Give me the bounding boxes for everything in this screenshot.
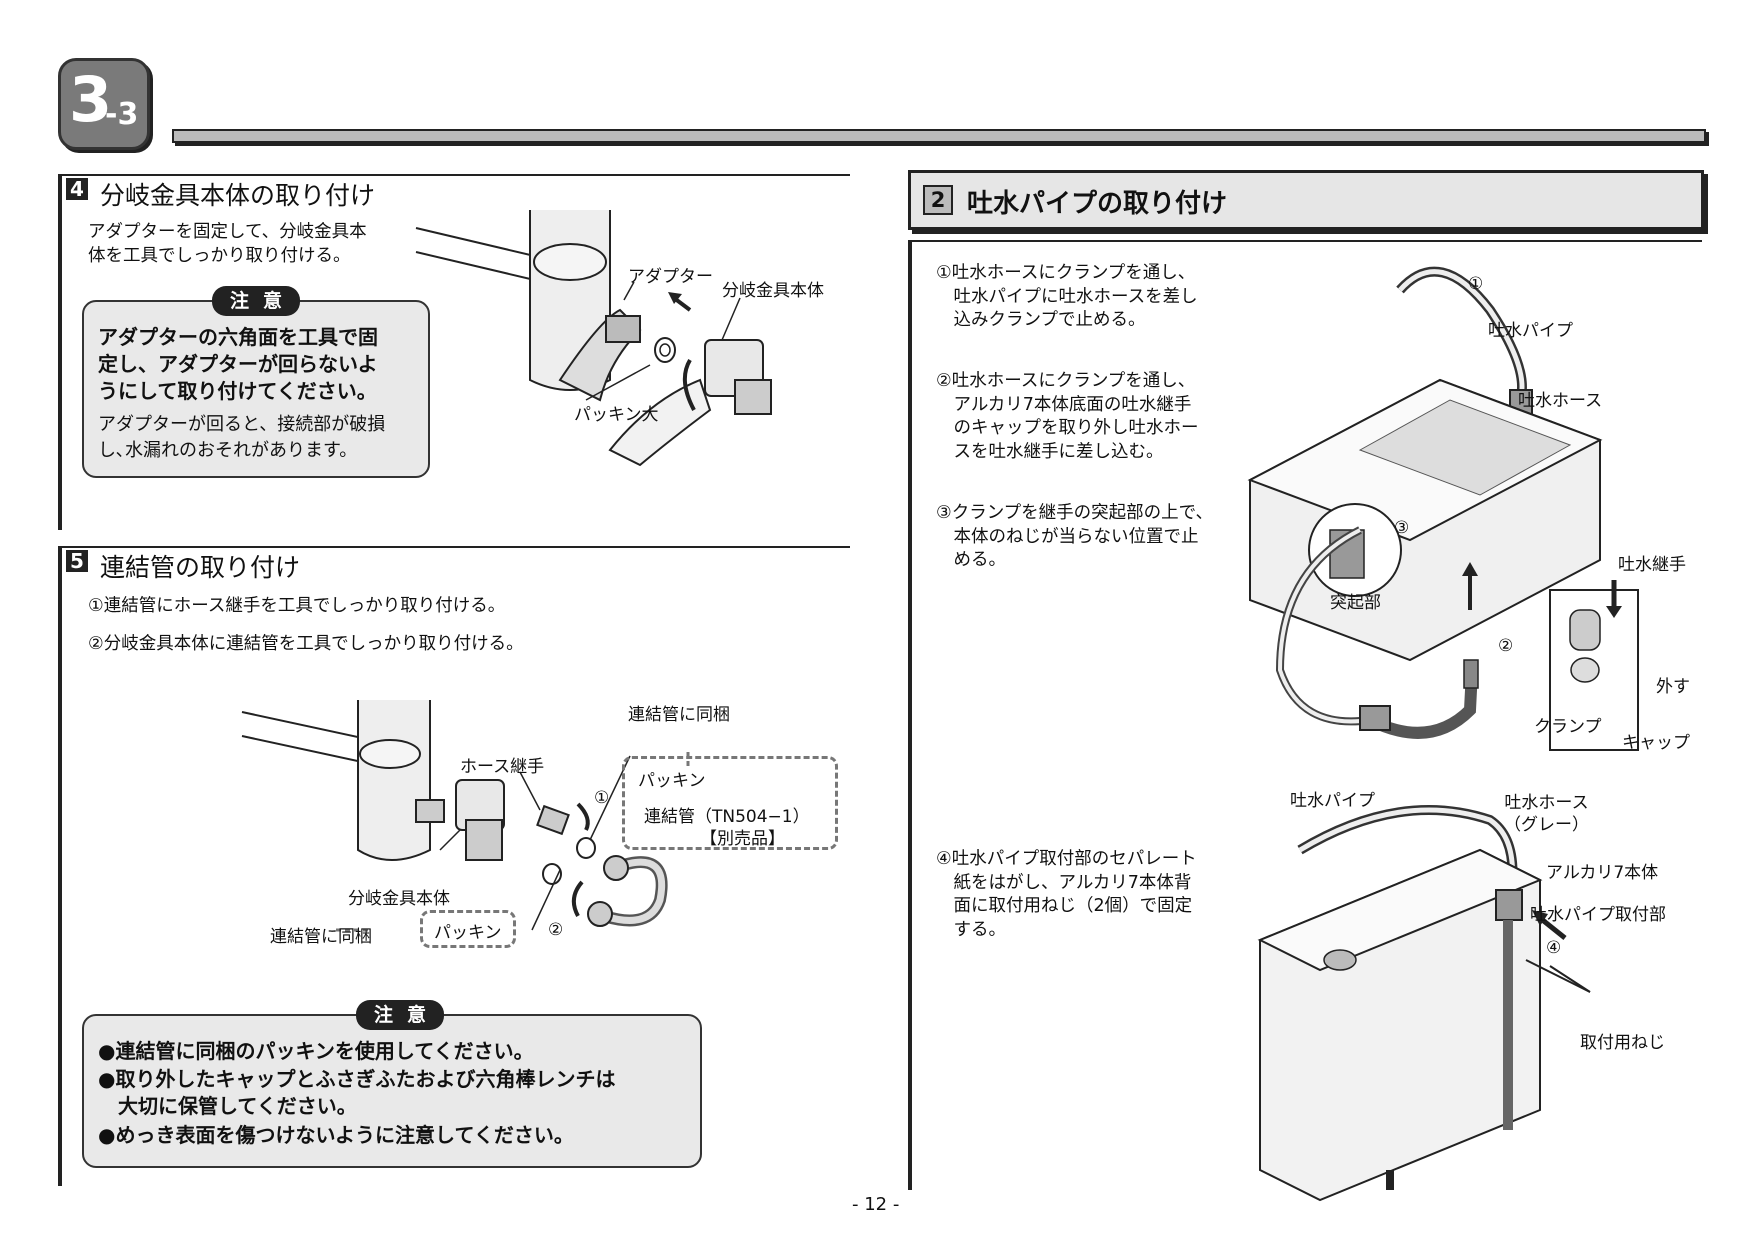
section5-caution-box: 注意 ●連結管に同梱のパッキンを使用してください。 ●取り外したキャップとふさぎ… <box>82 1000 702 1168</box>
caution-item-3: ●めっき表面を傷つけないように注意してください。 <box>98 1123 574 1147</box>
section5-step2: ②分岐金具本体に連結管を工具でしっかり取り付ける。 <box>88 634 524 654</box>
label-bundled-bottom: 連結管に同梱 <box>270 927 372 947</box>
section5-illustration <box>241 700 690 932</box>
bundled-packing-box <box>420 910 516 948</box>
label-pipe-mount: 吐水パイプ取付部 <box>1530 905 1666 925</box>
label-spout-joint: 吐水継手 <box>1618 555 1686 575</box>
marker-s2-3: ③ <box>1394 518 1410 538</box>
label-protrusion: 突起部 <box>1330 593 1381 613</box>
label-sold-separately: 【別売品】 <box>700 829 785 849</box>
label-remove: 外す <box>1656 677 1690 697</box>
section2-step2: ②吐水ホースにクランプを通し、 アルカリ7本体底面の吐水継手 のキャップを取り外… <box>936 371 1199 462</box>
section4-title: 分岐金具本体の取り付け <box>100 181 376 210</box>
caution-text: アダプターが回ると、接続部が破損 し､水漏れのおそれがあります。 <box>98 414 386 461</box>
chapter-number: 3 <box>69 63 112 136</box>
marker-s2-4: ④ <box>1546 938 1562 958</box>
label-adapter: アダプター <box>628 267 713 287</box>
label-spout-pipe-bottom: 吐水パイプ <box>1290 791 1375 811</box>
chapter-subnumber: -3 <box>105 97 139 132</box>
section2-number: 2 <box>923 185 953 215</box>
section5-rule <box>58 546 850 548</box>
caution-tag-2: 注意 <box>356 1000 444 1030</box>
label-packing-top: パッキン <box>638 771 706 791</box>
section4-left-rule <box>58 174 62 530</box>
section2-rule <box>908 240 1702 242</box>
section5-title: 連結管の取り付け <box>100 553 301 582</box>
label-bundled-top: 連結管に同梱 <box>628 705 730 725</box>
marker-2: ② <box>548 920 564 940</box>
label-hose-joint: ホース継手 <box>460 757 545 777</box>
section2-illustration-bottom <box>1257 805 1591 1202</box>
section2-title: 吐水パイプの取り付け <box>967 189 1228 219</box>
caution-bold-text: アダプターの六角面を工具で固 定し、アダプターが回らないよ うにして取り付けてく… <box>98 325 378 403</box>
page-number: - 12 - <box>852 1194 900 1215</box>
section2-header: 2 吐水パイプの取り付け <box>908 170 1704 230</box>
label-clamp: クランプ <box>1534 717 1602 737</box>
header-bar <box>172 129 1706 143</box>
label-packing-large: パッキン大 <box>574 405 659 425</box>
label-spout-pipe-top: 吐水パイプ <box>1488 321 1573 341</box>
label-alkali-body: アルカリ7本体 <box>1546 863 1659 883</box>
marker-s2-1: ① <box>1468 274 1484 294</box>
section4-illustration <box>415 210 772 467</box>
section2-step1: ①吐水ホースにクランプを通し、 吐水パイプに吐水ホースを差し 込みクランプで止め… <box>936 263 1198 330</box>
label-branch-body-2: 分岐金具本体 <box>348 889 450 909</box>
label-spout-hose-top: 吐水ホース <box>1518 391 1603 411</box>
caution-tag: 注意 <box>212 286 300 316</box>
section5-left-rule <box>58 546 62 1186</box>
section4-number: 4 <box>66 178 88 200</box>
section5-number: 5 <box>66 550 88 572</box>
right-column-rule <box>908 240 912 1190</box>
label-packing-bottom: パッキン <box>434 923 502 943</box>
bundled-parts-box <box>622 756 838 850</box>
caution-item-2: ●取り外したキャップとふさぎふたおよび六角棒レンチは 大切に保管してください。 <box>98 1067 616 1118</box>
section4-instruction: アダプターを固定して、分岐金具本 体を工具でしっかり取り付ける。 <box>88 222 367 266</box>
chapter-badge: 3 -3 <box>58 58 150 150</box>
label-spout-hose-gray: 吐水ホース （グレー） <box>1504 793 1589 835</box>
label-cap: キャップ <box>1622 733 1690 753</box>
section4-caution-box: 注意 アダプターの六角面を工具で固 定し、アダプターが回らないよ うにして取り付… <box>82 286 430 478</box>
marker-s2-2: ② <box>1498 636 1514 656</box>
caution-item-1: ●連結管に同梱のパッキンを使用してください。 <box>98 1039 534 1063</box>
section2-step4: ④吐水パイプ取付部のセパレート 紙をはがし、アルカリ7本体背 面に取付用ねじ（2… <box>936 849 1197 940</box>
label-mount-screw: 取付用ねじ <box>1580 1033 1665 1053</box>
section4-rule <box>58 174 850 176</box>
label-branch-body: 分岐金具本体 <box>722 281 824 301</box>
marker-1: ① <box>594 788 610 808</box>
section2-step3: ③クランプを継手の突起部の上で、 本体のねじが当らない位置で止 める。 <box>936 503 1213 570</box>
section5-step1: ①連結管にホース継手を工具でしっかり取り付ける。 <box>88 596 506 616</box>
label-pipe: 連結管（TN504−1） <box>644 807 810 827</box>
section2-illustration-top <box>1247 266 1639 751</box>
